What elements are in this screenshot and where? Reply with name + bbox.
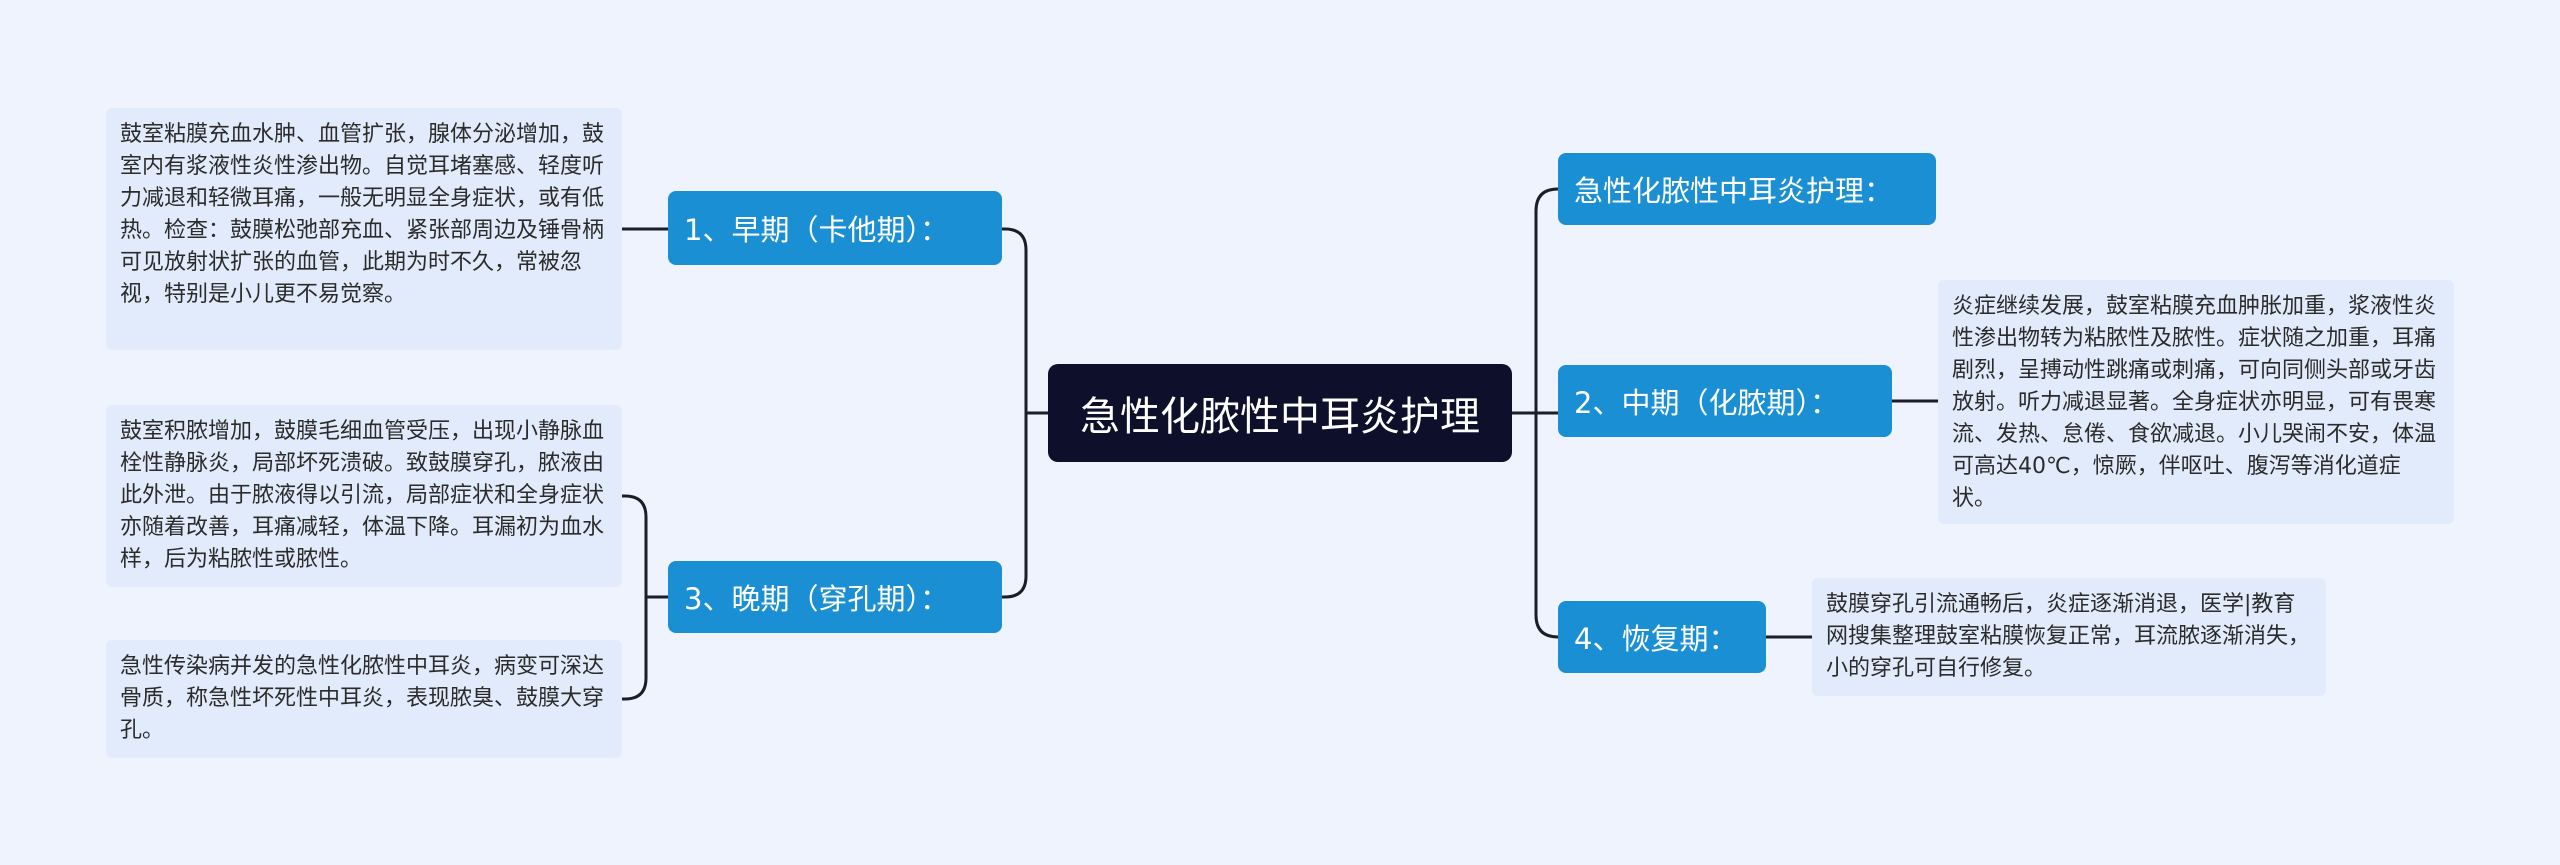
connector-right-trunk — [1534, 187, 1560, 639]
branch-recovery-label: 4、恢复期： — [1574, 622, 1738, 656]
leaf-early-text: 鼓室粘膜充血水肿、血管扩张，腺体分泌增加，鼓室内有浆液性炎性渗出物。自觉耳堵塞感… — [120, 122, 605, 307]
leaf-late-description-2[interactable]: 急性传染病并发的急性化脓性中耳炎，病变可深达骨质，称急性坏死性中耳炎，表现脓臭、… — [106, 640, 622, 758]
branch-early-stage[interactable]: 1、早期（卡他期）： — [668, 191, 1002, 265]
leaf-recovery-description[interactable]: 鼓膜穿孔引流通畅后，炎症逐渐消退，医学|教育网搜集整理鼓室粘膜恢复正常，耳流脓逐… — [1812, 578, 2326, 696]
branch-late-label: 3、晚期（穿孔期）： — [684, 582, 949, 616]
connector-late-leaves — [620, 494, 670, 701]
leaf-early-description[interactable]: 鼓室粘膜充血水肿、血管扩张，腺体分泌增加，鼓室内有浆液性炎性渗出物。自觉耳堵塞感… — [106, 108, 622, 350]
branch-late-stage[interactable]: 3、晚期（穿孔期）： — [668, 561, 1002, 633]
leaf-late-description-1[interactable]: 鼓室积脓增加，鼓膜毛细血管受压，出现小静脉血栓性静脉炎，局部坏死溃破。致鼓膜穿孔… — [106, 405, 622, 587]
leaf-middle-text: 炎症继续发展，鼓室粘膜充血肿胀加重，浆液性炎性渗出物转为粘脓性及脓性。症状随之加… — [1952, 294, 2437, 511]
branch-middle-label: 2、中期（化脓期）： — [1574, 386, 1839, 420]
root-topic[interactable]: 急性化脓性中耳炎护理 — [1048, 364, 1512, 462]
leaf-recovery-text: 鼓膜穿孔引流通畅后，炎症逐渐消退，医学|教育网搜集整理鼓室粘膜恢复正常，耳流脓逐… — [1826, 592, 2311, 681]
leaf-late-text-2: 急性传染病并发的急性化脓性中耳炎，病变可深达骨质，称急性坏死性中耳炎，表现脓臭、… — [120, 654, 605, 743]
branch-care-heading[interactable]: 急性化脓性中耳炎护理： — [1558, 153, 1936, 225]
connector-left-trunk — [1000, 227, 1028, 599]
leaf-late-text-1: 鼓室积脓增加，鼓膜毛细血管受压，出现小静脉血栓性静脉炎，局部坏死溃破。致鼓膜穿孔… — [120, 419, 605, 572]
branch-recovery-stage[interactable]: 4、恢复期： — [1558, 601, 1766, 673]
root-topic-title: 急性化脓性中耳炎护理 — [1080, 394, 1480, 440]
branch-early-label: 1、早期（卡他期）： — [684, 213, 949, 247]
branch-heading-label: 急性化脓性中耳炎护理： — [1574, 174, 1894, 208]
leaf-middle-description[interactable]: 炎症继续发展，鼓室粘膜充血肿胀加重，浆液性炎性渗出物转为粘脓性及脓性。症状随之加… — [1938, 280, 2454, 524]
branch-middle-stage[interactable]: 2、中期（化脓期）： — [1558, 365, 1892, 437]
